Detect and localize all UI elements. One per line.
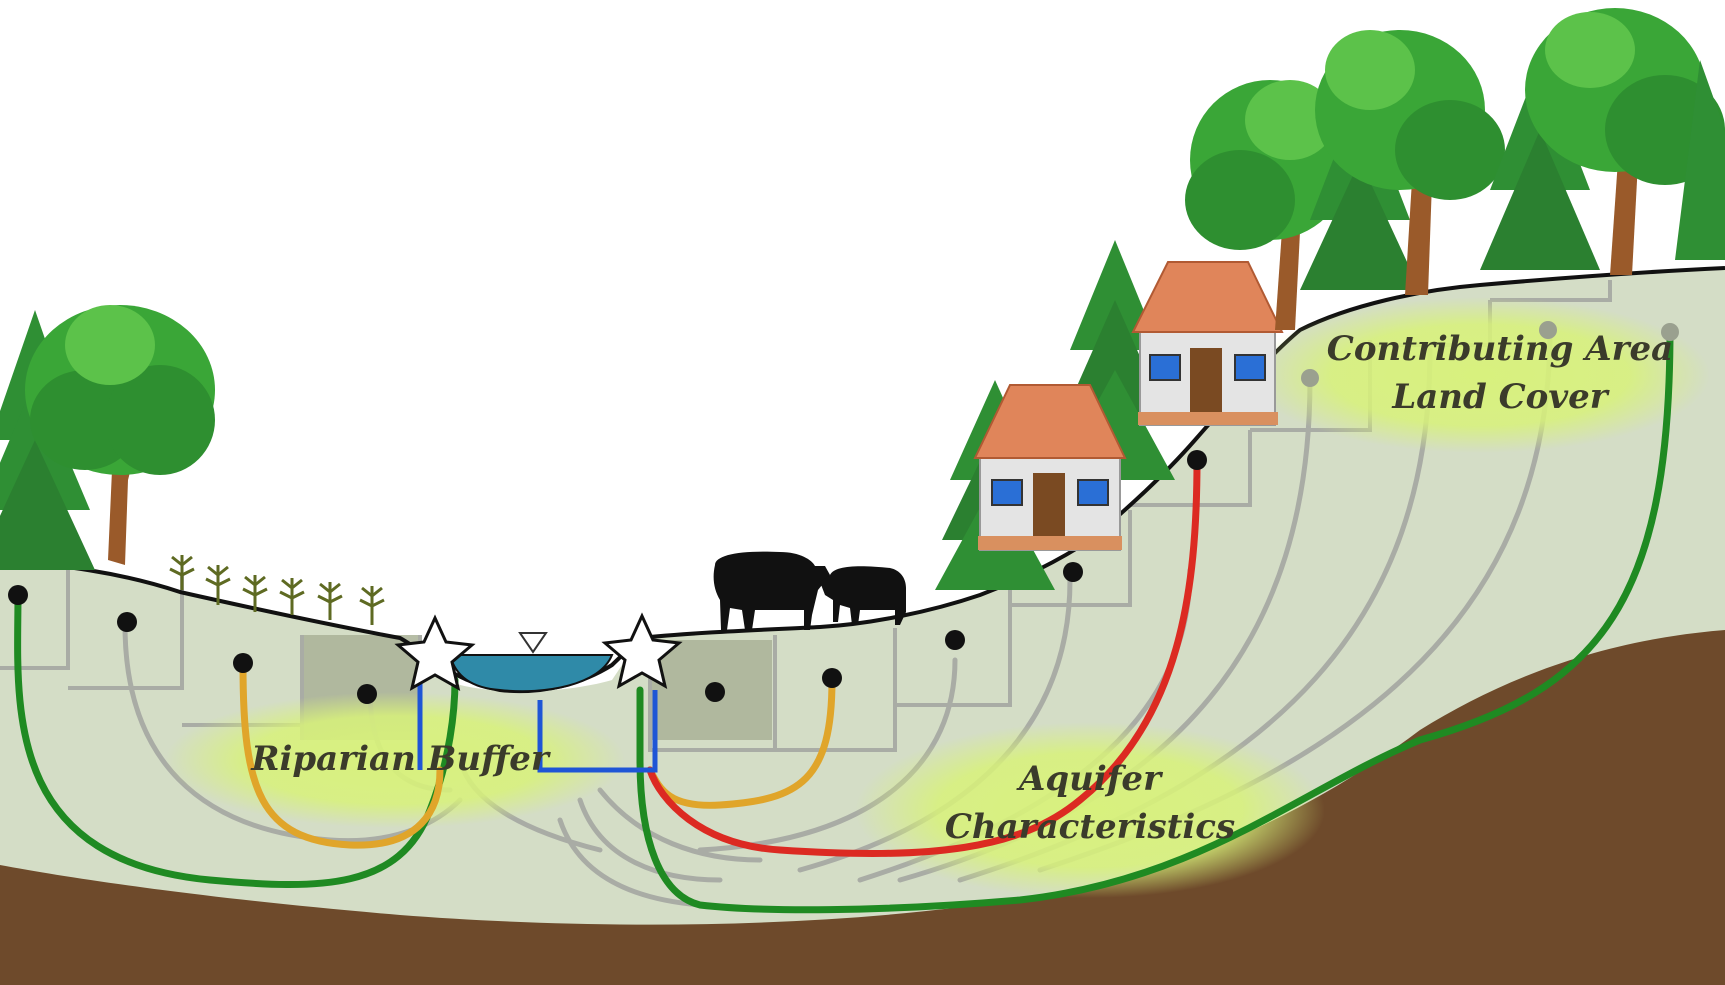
recharge-points: [8, 450, 1207, 704]
flow-path-green-right: [636, 326, 1674, 914]
riparian-buffer-highlight: [165, 692, 625, 828]
riparian-buffer-label: Riparian Buffer: [250, 739, 551, 779]
flow-path-blue: [417, 680, 658, 773]
tree-icon: [1185, 80, 1350, 330]
aquifer-label-line2: Characteristics: [945, 807, 1235, 847]
contributing-area-label-line2: Land Cover: [1391, 377, 1609, 417]
tree-icon: [1315, 30, 1505, 295]
star-marker-icon: [601, 612, 683, 689]
tree-icon: [25, 305, 215, 565]
pine-tree-icon: [1675, 60, 1725, 260]
house-icon: [973, 384, 1127, 551]
flow-path-red: [646, 456, 1201, 857]
flow-path-orange-left: [239, 661, 444, 849]
aquifer-label-line1: Aquifer: [1016, 759, 1163, 799]
stream-water: [448, 654, 614, 693]
crop-plant-icon: [169, 555, 385, 625]
bedrock-layer: [0, 630, 1725, 985]
water-level-triangle-icon: [518, 632, 548, 654]
tree-icon: [1525, 8, 1725, 275]
house-icon: [1131, 261, 1284, 426]
star-marker-icon: [394, 614, 476, 691]
cow-icon: [713, 551, 906, 630]
upslope-points: [1301, 321, 1679, 387]
terrain-surface-line: [0, 266, 1725, 694]
flow-path-green-left: [14, 591, 459, 888]
aquifer-highlight: [855, 722, 1325, 898]
contributing-area-label-line1: Contributing Area: [1327, 329, 1673, 369]
contributing-area-highlight: [1250, 297, 1710, 453]
